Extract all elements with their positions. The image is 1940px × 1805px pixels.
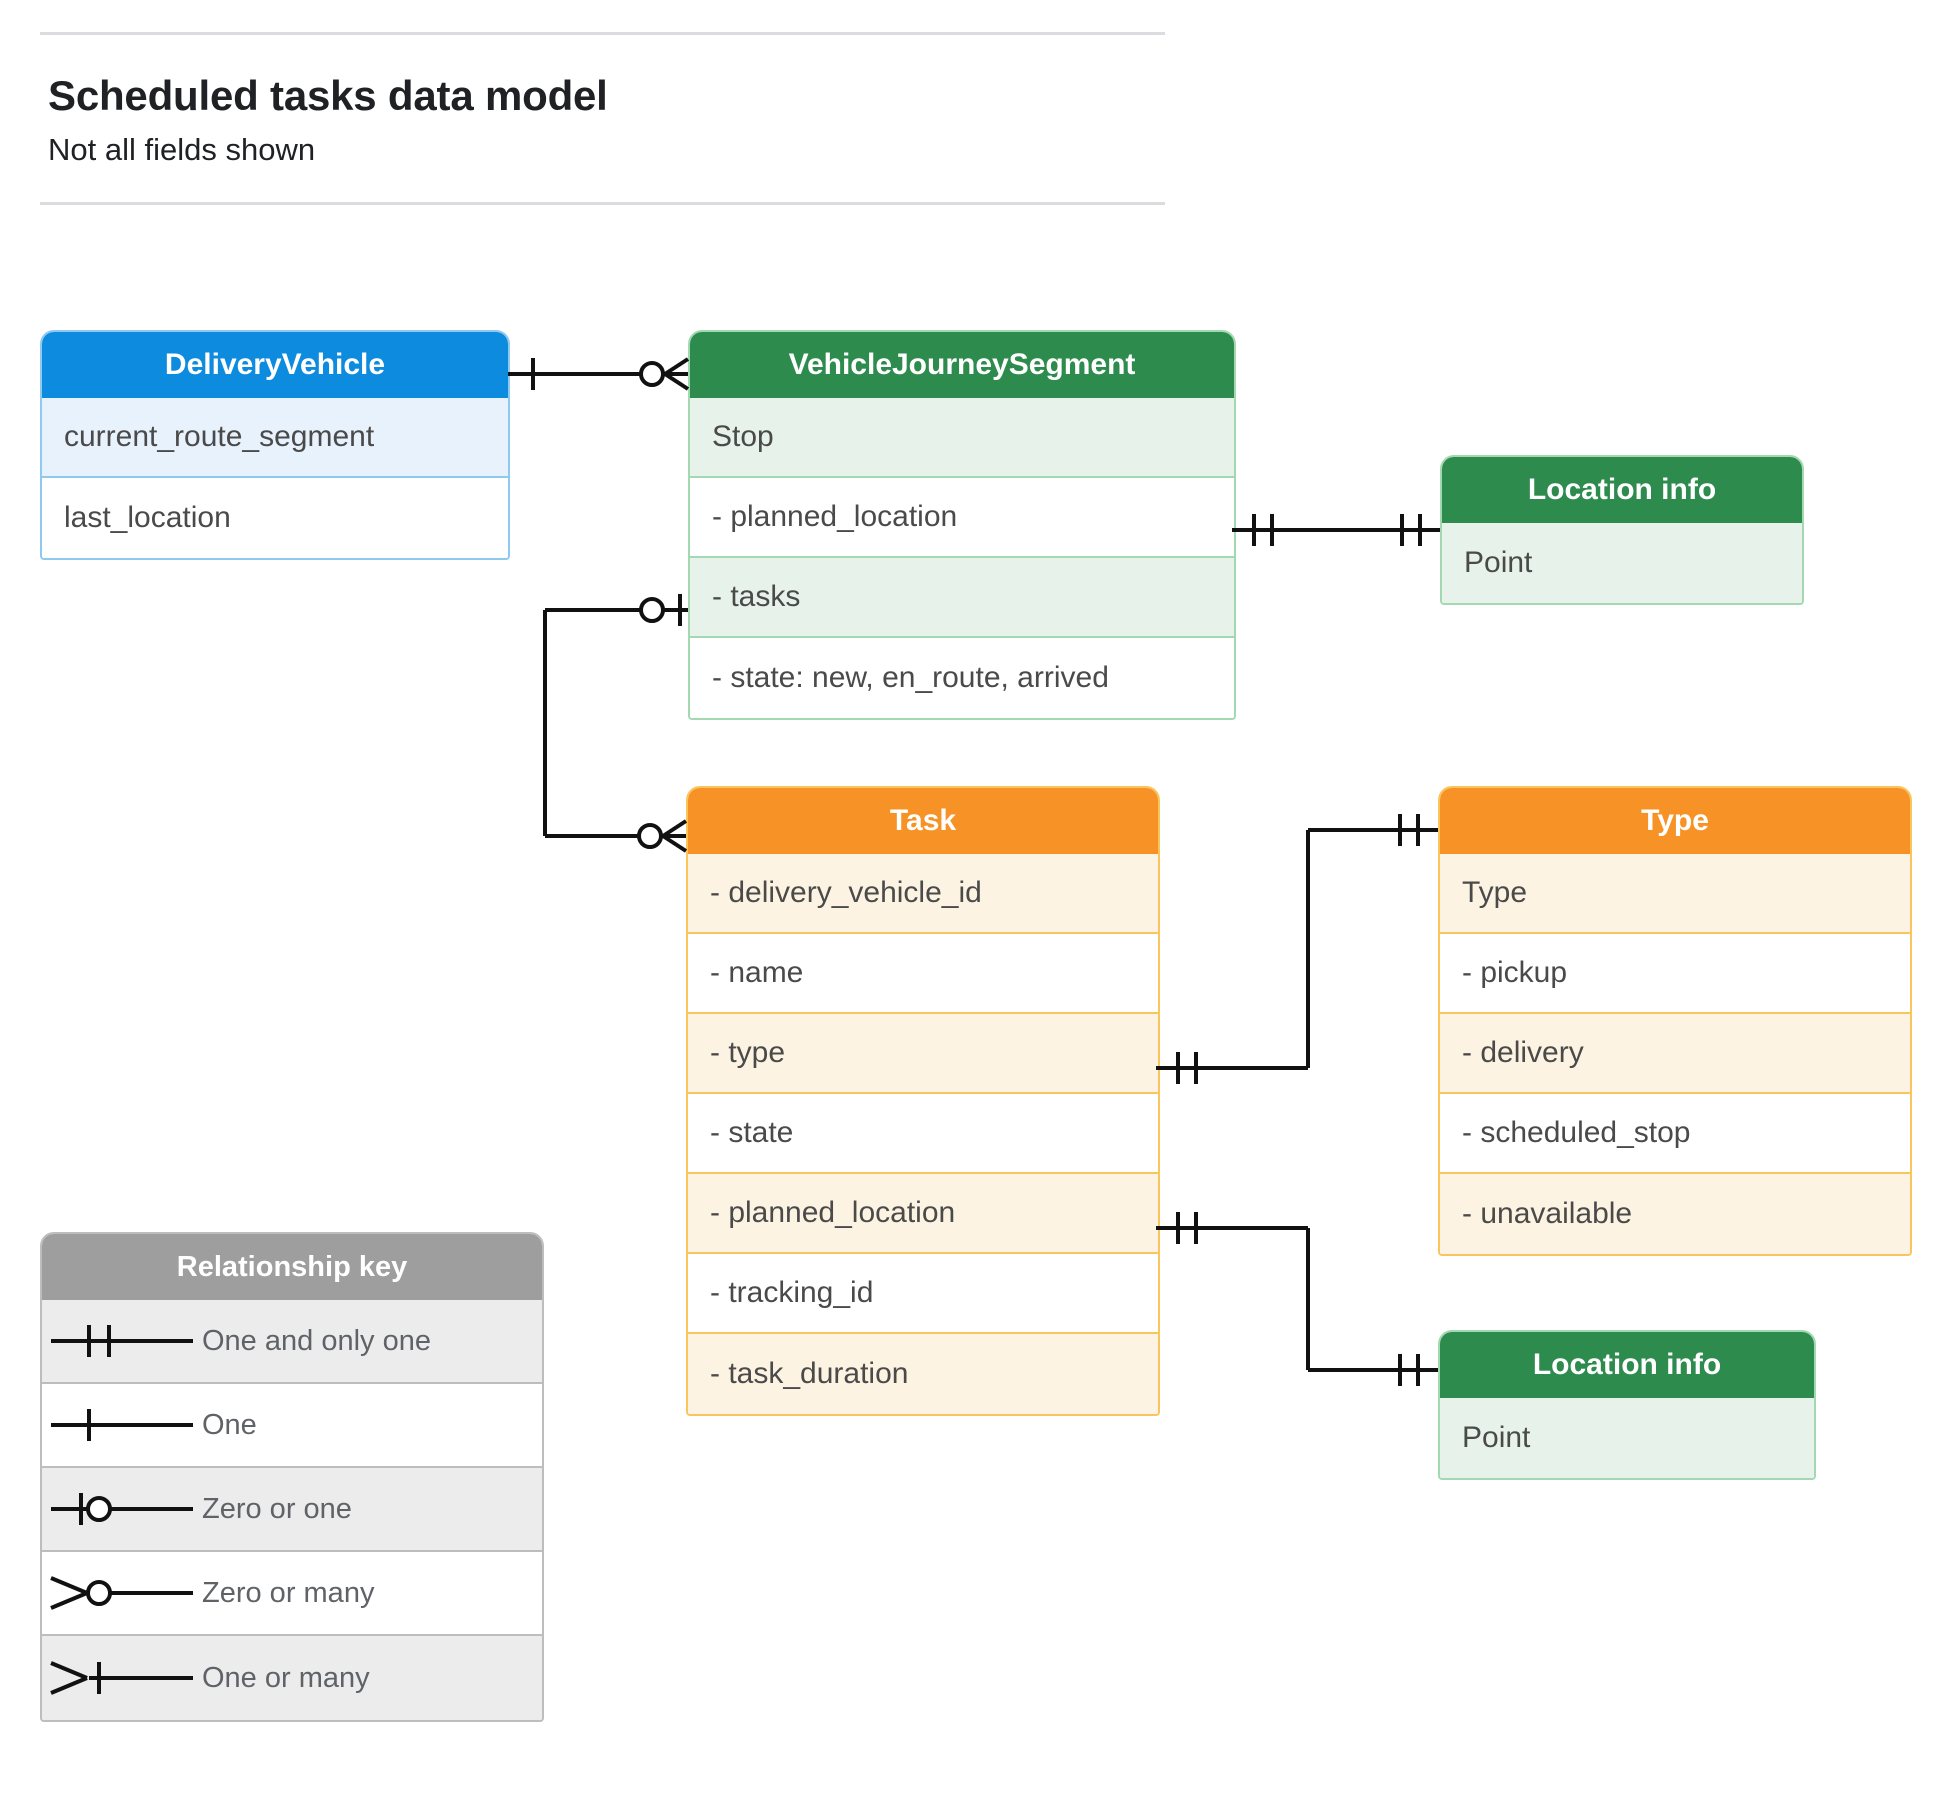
entity-vjs-row-0[interactable]: Stop (690, 398, 1234, 478)
entity-vehicle-journey-segment[interactable]: VehicleJourneySegment Stop - planned_loc… (688, 330, 1236, 720)
entity-task-row-5[interactable]: - tracking_id (688, 1254, 1158, 1334)
relationship-key-label-2: Zero or one (202, 1492, 352, 1525)
entity-vjs-row-3[interactable]: - state: new, en_route, arrived (690, 638, 1234, 718)
entity-location-info-bottom-title: Location info (1440, 1332, 1814, 1398)
entity-type-row-4[interactable]: - unavailable (1440, 1174, 1910, 1254)
entity-task-row-6[interactable]: - task_duration (688, 1334, 1158, 1414)
entity-task-row-4[interactable]: - planned_location (688, 1174, 1158, 1254)
entity-task-row-0[interactable]: - delivery_vehicle_id (688, 854, 1158, 934)
entity-task-title: Task (688, 788, 1158, 854)
entity-type-row-1[interactable]: - pickup (1440, 934, 1910, 1014)
relationship-task-type-to-type (1156, 814, 1438, 1084)
entity-task[interactable]: Task - delivery_vehicle_id - name - type… (686, 786, 1160, 1416)
one-and-only-one-icon (42, 1321, 202, 1361)
relationship-key-label-4: One or many (202, 1661, 370, 1694)
entity-location-info-top-row-0[interactable]: Point (1442, 523, 1802, 603)
entity-location-info-top[interactable]: Location info Point (1440, 455, 1804, 605)
entity-task-row-2[interactable]: - type (688, 1014, 1158, 1094)
entity-location-info-bottom-row-0[interactable]: Point (1440, 1398, 1814, 1478)
entity-delivery-vehicle[interactable]: DeliveryVehicle current_route_segment la… (40, 330, 510, 560)
entity-type-title: Type (1440, 788, 1910, 854)
page-subtitle: Not all fields shown (48, 132, 316, 167)
relationship-vjs-tasks-to-task (543, 594, 688, 853)
relationship-key-label-0: One and only one (202, 1324, 431, 1357)
relationship-key-row-one: One (42, 1384, 542, 1468)
entity-location-info-bottom[interactable]: Location info Point (1438, 1330, 1816, 1480)
relationship-key-row-zero-or-one: Zero or one (42, 1468, 542, 1552)
header-divider-bottom (40, 202, 1165, 205)
entity-task-row-1[interactable]: - name (688, 934, 1158, 1014)
entity-type-row-3[interactable]: - scheduled_stop (1440, 1094, 1910, 1174)
relationship-vjs-plannedlocation-to-locationinfo (1232, 514, 1440, 546)
entity-type-row-0[interactable]: Type (1440, 854, 1910, 934)
relationship-task-plannedlocation-to-locationinfo (1156, 1212, 1438, 1386)
relationship-key-title: Relationship key (42, 1234, 542, 1300)
zero-or-one-icon (42, 1489, 202, 1529)
entity-delivery-vehicle-row-0[interactable]: current_route_segment (42, 398, 508, 478)
entity-type-row-2[interactable]: - delivery (1440, 1014, 1910, 1094)
relationship-key-row-zero-or-many: Zero or many (42, 1552, 542, 1636)
one-icon (42, 1405, 202, 1445)
relationship-key-row-one-or-many: One or many (42, 1636, 542, 1720)
entity-type[interactable]: Type Type - pickup - delivery - schedule… (1438, 786, 1912, 1256)
header-divider-top (40, 32, 1165, 35)
zero-or-many-icon (42, 1573, 202, 1613)
relationship-key-label-1: One (202, 1408, 257, 1441)
entity-vehicle-journey-segment-title: VehicleJourneySegment (690, 332, 1234, 398)
one-or-many-icon (42, 1658, 202, 1698)
relationship-key-panel: Relationship key One and only one One (40, 1232, 544, 1722)
relationship-key-row-one-and-only-one: One and only one (42, 1300, 542, 1384)
entity-location-info-top-title: Location info (1442, 457, 1802, 523)
entity-vjs-row-1[interactable]: - planned_location (690, 478, 1234, 558)
entity-task-row-3[interactable]: - state (688, 1094, 1158, 1174)
page-title: Scheduled tasks data model (48, 72, 608, 119)
entity-delivery-vehicle-title: DeliveryVehicle (42, 332, 508, 398)
relationship-deliveryvehicle-to-vjs (508, 357, 690, 391)
entity-vjs-row-2[interactable]: - tasks (690, 558, 1234, 638)
relationship-key-label-3: Zero or many (202, 1576, 375, 1609)
entity-delivery-vehicle-row-1[interactable]: last_location (42, 478, 508, 558)
